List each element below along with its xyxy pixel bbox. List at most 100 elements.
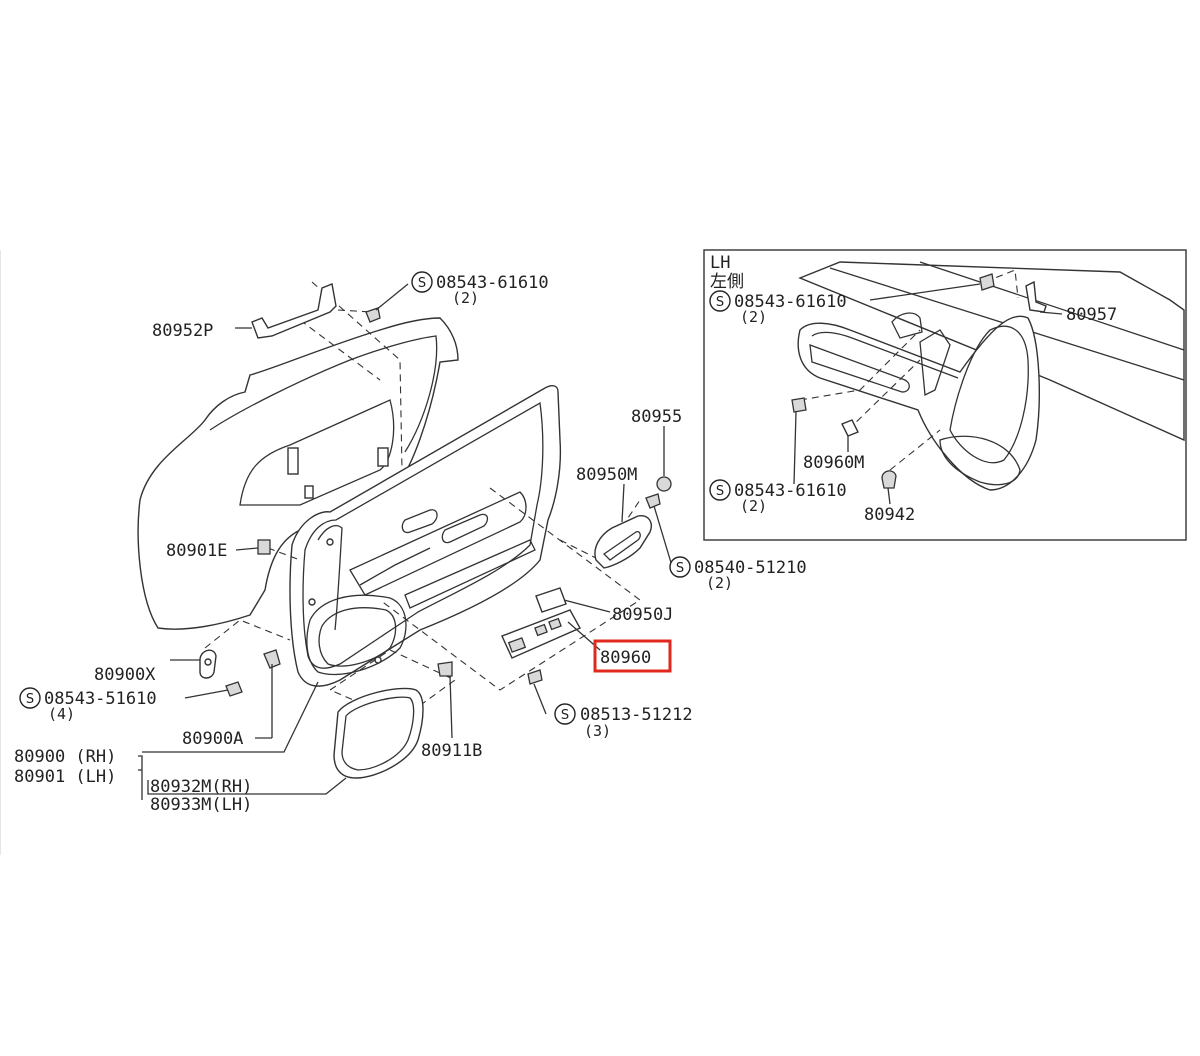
inset-label-bolt-bottom: 08543-61610: [734, 481, 847, 501]
inset-bolt-top-shape: [979, 273, 995, 291]
inset-door-line-2: [919, 261, 1185, 351]
trim-handle-recess: [401, 509, 438, 534]
highlight-box: [593, 639, 672, 673]
label-clip-b: 80911B: [421, 741, 482, 761]
label-screw-bottom: 08513-51212: [580, 705, 693, 725]
label-screw-right: 08540-51210: [694, 558, 807, 578]
leader-screw-bottom: [533, 683, 547, 715]
trim-clip-hole-2: [308, 598, 316, 606]
inset-guide-1: [984, 269, 1019, 299]
door-hole-1: [287, 447, 299, 475]
door-hole-3: [304, 485, 314, 499]
screw-top-shape: [365, 307, 381, 323]
leader-pocket: [147, 777, 347, 795]
inset-label-bolt-top: 08543-61610: [734, 292, 847, 312]
guide-switch: [379, 487, 641, 691]
label-finisher-rh: 80900 (RH): [14, 747, 116, 767]
inset-guide-4: [889, 429, 941, 471]
s-symbol-text: S: [418, 276, 426, 291]
pocket-shape: [333, 687, 424, 779]
label-switch-bezel: 80950J: [612, 605, 673, 625]
inset-bolt-bottom-shape: [791, 397, 807, 413]
label-clip-e: 80901E: [166, 541, 227, 561]
main-labels: 80952P S 08543-61610 (2) 80955 80950M S …: [14, 271, 807, 815]
label-switch-highlighted: 80960: [600, 648, 651, 668]
trim-strip: [404, 539, 536, 609]
label-screw-left: 08543-51610: [44, 689, 157, 709]
door-window-edge: [209, 335, 438, 453]
inset-trim-handle: [891, 312, 923, 339]
s-symbol-text: S: [676, 561, 684, 576]
inset-label-bracket: 80957: [1066, 305, 1117, 325]
inset-lh: LH 左側 S 08543-61610 (2): [703, 249, 1187, 541]
inset-clip-shape: [841, 419, 859, 437]
label-screw-top: 08543-61610: [436, 273, 549, 293]
s-symbol-text: S: [716, 295, 724, 310]
leader-clip-e: [235, 547, 259, 551]
s-symbol-icon: [19, 687, 41, 709]
leader-screw-top: [375, 283, 409, 311]
guide-handle: [559, 499, 641, 561]
clip-a-shape: [263, 649, 281, 669]
s-symbol-text: S: [26, 692, 34, 707]
trim-map-pocket: [306, 594, 407, 676]
label-grip-bracket: 80952P: [152, 321, 213, 341]
s-symbol-icon: [709, 290, 731, 312]
label-cap: 80955: [631, 407, 682, 427]
inset-side-label: LH: [710, 253, 730, 273]
s-symbol-icon: [709, 479, 731, 501]
inset-guide-2: [799, 329, 921, 401]
label-clip-x: 80900X: [94, 665, 156, 685]
cap-shape: [656, 476, 672, 492]
inset-side-label-jp: 左側: [710, 272, 744, 292]
s-symbol-icon: [669, 556, 691, 578]
inset-label-bolt-bottom-qty: (2): [740, 497, 767, 515]
switch-button-1: [507, 637, 527, 653]
inset-bracket-shape: [1025, 280, 1047, 313]
grip-bracket-shape: [251, 283, 337, 339]
inset-leader-bolt-bottom: [793, 411, 797, 485]
main-illustration: [137, 281, 673, 800]
switch-bezel-shape: [535, 587, 567, 613]
label-screw-top-qty: (2): [452, 289, 479, 307]
s-symbol-icon: [554, 703, 576, 725]
label-clip-a: 80900A: [182, 729, 243, 749]
clip-e-shape: [257, 539, 271, 555]
s-symbol-icon: [411, 271, 433, 293]
label-pocket-rh: 80932M(RH): [150, 777, 252, 797]
trim-panel-inner: [302, 401, 544, 669]
leader-screw-right: [653, 505, 673, 567]
guide-clip-left: [204, 619, 291, 649]
inset-leader-plug: [887, 487, 891, 505]
guide-lower-pocket: [328, 649, 457, 721]
inset-label-bolt-top-qty: (2): [740, 308, 767, 326]
door-hole-2: [377, 447, 389, 467]
leader-clip-b: [449, 675, 453, 739]
screw-bottom-shape: [527, 669, 543, 685]
leader-switch-bezel: [563, 599, 611, 613]
inset-trim-grip: [919, 329, 951, 397]
screw-left-shape: [225, 681, 243, 697]
trim-pull-recess: [441, 513, 489, 544]
inset-guide-3: [847, 359, 921, 431]
s-symbol-text: S: [716, 484, 724, 499]
inset-trim-lower-pocket: [939, 435, 1021, 486]
trim-armrest-lower: [359, 547, 431, 586]
label-screw-bottom-qty: (3): [584, 722, 611, 740]
inset-trim-pocket: [949, 325, 1029, 464]
clip-x-hole: [204, 658, 212, 666]
inset-trim-inner: [811, 331, 959, 379]
label-pocket-lh: 80933M(LH): [150, 795, 252, 815]
handle-bezel-inner: [602, 530, 641, 561]
leader-screw-left: [184, 689, 229, 699]
inset-label-plug: 80942: [864, 505, 915, 525]
switch-button-2: [534, 623, 548, 637]
trim-left-edge: [317, 525, 343, 631]
guide-bracket-to-door: [311, 281, 403, 471]
leader-finisher: [138, 681, 319, 800]
inset-plug-shape: [881, 470, 897, 489]
label-screw-left-qty: (4): [48, 705, 75, 723]
trim-clip-hole-1: [326, 538, 334, 546]
inset-label-clip: 80960M: [803, 453, 864, 473]
inset-leader-bracket: [1039, 311, 1063, 315]
